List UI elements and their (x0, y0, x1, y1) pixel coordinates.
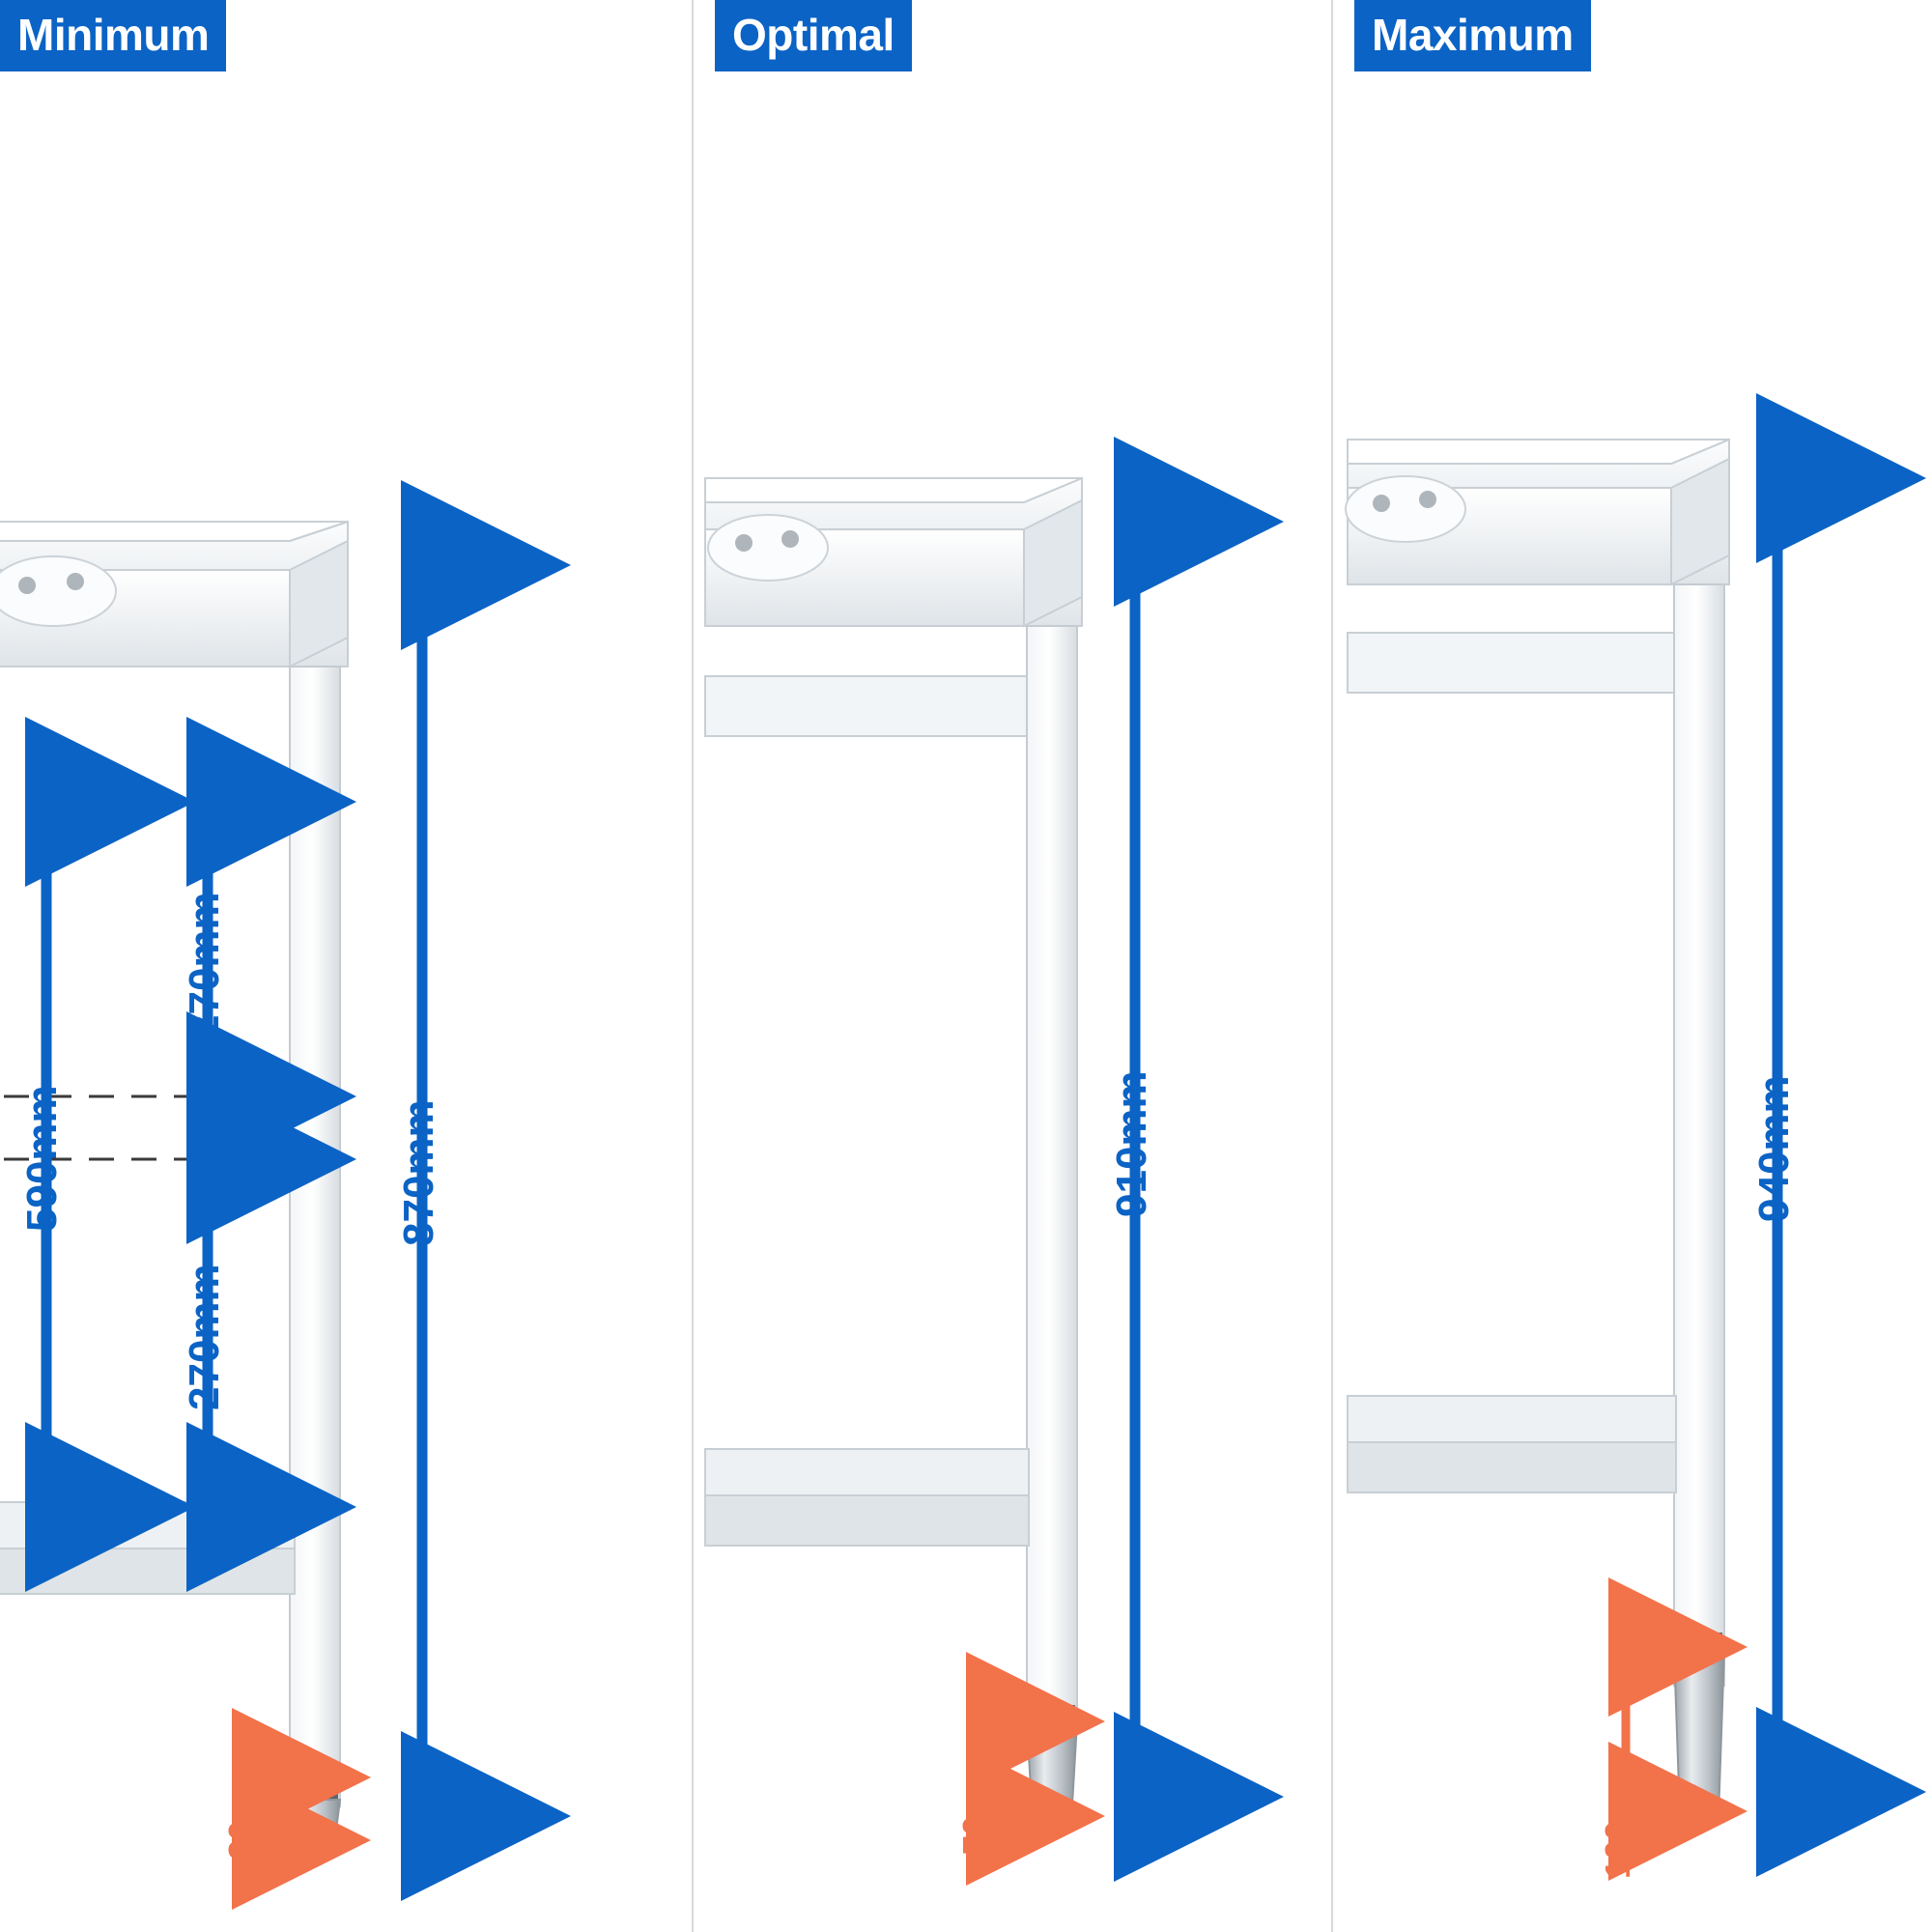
panel-separator-2 (1331, 0, 1333, 1932)
dimension-label-70mm: 70mm (955, 1753, 995, 1855)
dimension-label-270mm-upper: 270mm (181, 892, 228, 1038)
dimension-label-590mm: 590mm (18, 1085, 66, 1232)
panel-label-minimum: Minimum (0, 0, 227, 71)
dimension-label-940mm: 940mm (1750, 1075, 1798, 1222)
panel-label-maximum: Maximum (1354, 0, 1591, 71)
dimension-label-870mm: 870mm (395, 1099, 442, 1246)
panel-separator-1 (692, 0, 694, 1932)
table-optimal (704, 476, 1083, 1822)
dimension-label-30mm: 30mm (221, 1758, 261, 1860)
panel-label-optimal: Optimal (715, 0, 912, 71)
table-maximum (1345, 438, 1730, 1817)
dimension-label-910mm: 910mm (1108, 1070, 1155, 1217)
dimension-label-100mm: 100mm (1598, 1758, 1637, 1879)
dimension-label-270mm-lower: 270mm (181, 1264, 228, 1410)
